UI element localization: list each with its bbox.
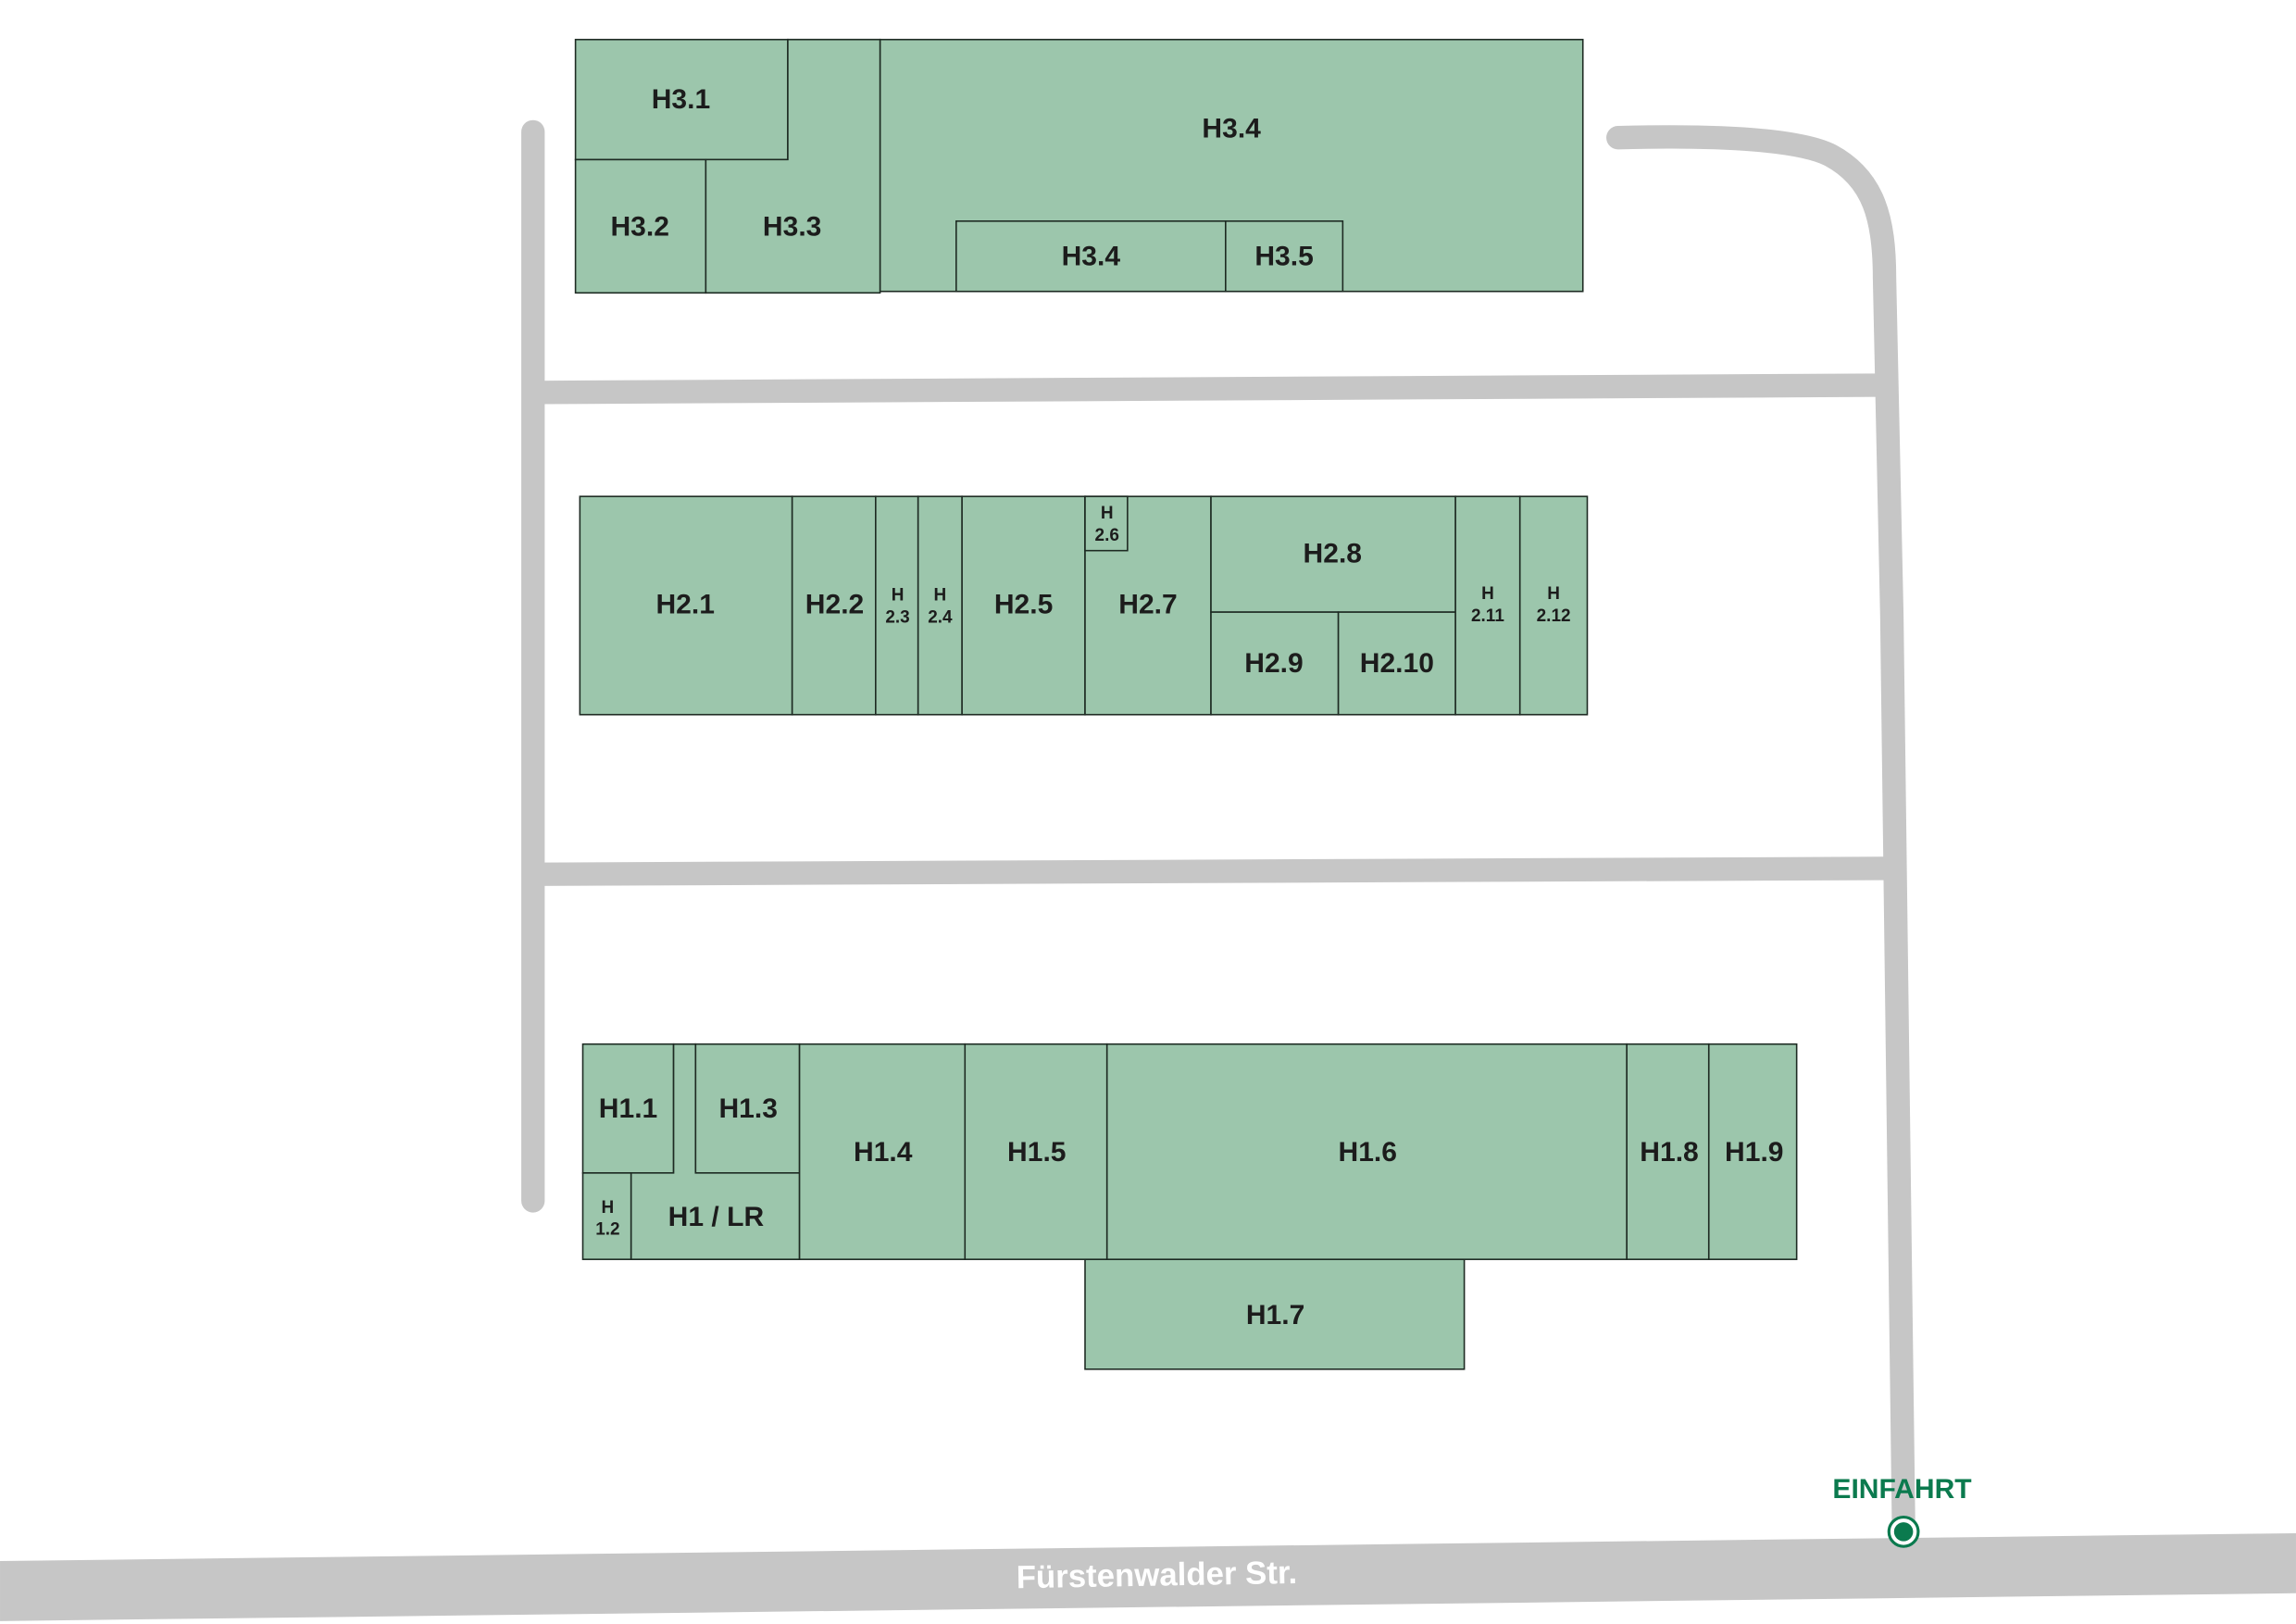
label-h2-12-a: H bbox=[1547, 584, 1560, 604]
building-h3: H3.1 H3.2 H3.3 H3.4 H3.4 H3.5 bbox=[574, 38, 1584, 294]
label-h1-7: H1.7 bbox=[1246, 1300, 1304, 1330]
building-h2: H2.1 H2.2 H 2.3 H 2.4 H2.5 H 2.6 H2.7 H2… bbox=[579, 495, 1589, 716]
hall-h2-12[interactable] bbox=[1518, 495, 1589, 716]
label-h1-8: H1.8 bbox=[1640, 1137, 1698, 1168]
hall-h1-4[interactable] bbox=[798, 1043, 967, 1260]
label-h2-6-a: H bbox=[1101, 504, 1114, 523]
label-h1-5: H1.5 bbox=[1007, 1137, 1066, 1168]
label-h3-3: H3.3 bbox=[763, 212, 821, 243]
label-h1-9: H1.9 bbox=[1725, 1137, 1783, 1168]
label-h1-3: H1.3 bbox=[718, 1093, 777, 1124]
hall-h3-3[interactable] bbox=[705, 38, 881, 294]
label-h1-lr: H1 / LR bbox=[668, 1202, 765, 1232]
hall-h1-3[interactable] bbox=[694, 1043, 801, 1174]
label-h2-1: H2.1 bbox=[655, 590, 714, 620]
hall-h2-5[interactable] bbox=[961, 495, 1086, 716]
label-h1-1: H1.1 bbox=[599, 1093, 657, 1124]
hall-h1-8[interactable] bbox=[1626, 1043, 1710, 1260]
hall-h2-3[interactable] bbox=[875, 495, 919, 716]
internal-roads bbox=[521, 119, 1915, 1535]
hall-h3-2[interactable] bbox=[574, 158, 707, 294]
hall-h1-6[interactable] bbox=[1105, 1043, 1628, 1260]
label-h2-12-b: 2.12 bbox=[1537, 606, 1571, 626]
hall-h1-9[interactable] bbox=[1707, 1043, 1798, 1260]
label-h3-2: H3.2 bbox=[610, 212, 668, 243]
label-h2-6-b: 2.6 bbox=[1095, 526, 1119, 545]
hall-h2-4[interactable] bbox=[917, 495, 963, 716]
hall-h2-2[interactable] bbox=[791, 495, 877, 716]
label-h2-3-b: 2.3 bbox=[885, 607, 909, 627]
hall-h3-5[interactable] bbox=[1225, 220, 1344, 293]
building-h1: H1.1 H 1.2 H1.3 H1 / LR H1.4 H1.5 H1.6 H… bbox=[581, 1043, 1798, 1370]
hall-h2-1[interactable] bbox=[579, 495, 793, 716]
label-h2-3-a: H bbox=[892, 586, 905, 606]
label-h2-11-b: 2.11 bbox=[1471, 606, 1504, 626]
label-h2-9: H2.9 bbox=[1244, 648, 1303, 679]
label-h2-4-a: H bbox=[934, 586, 947, 606]
label-h2-7: H2.7 bbox=[1118, 590, 1177, 620]
label-h2-2: H2.2 bbox=[805, 590, 864, 620]
label-h3-4-small: H3.4 bbox=[1062, 241, 1121, 271]
label-h2-5: H2.5 bbox=[994, 590, 1053, 620]
hall-h1-1[interactable] bbox=[581, 1043, 675, 1174]
hall-h2-6[interactable] bbox=[1084, 495, 1129, 552]
label-h1-6: H1.6 bbox=[1339, 1137, 1397, 1168]
label-h2-10: H2.10 bbox=[1360, 648, 1434, 679]
label-h1-4: H1.4 bbox=[854, 1137, 913, 1168]
hall-h2-11[interactable] bbox=[1454, 495, 1521, 716]
hall-h2-10[interactable] bbox=[1337, 611, 1456, 716]
label-h2-11-a: H bbox=[1481, 584, 1494, 604]
label-h3-1: H3.1 bbox=[652, 84, 710, 115]
hall-h1-2[interactable] bbox=[581, 1172, 632, 1260]
hall-h2-8[interactable] bbox=[1210, 495, 1456, 613]
hall-h1-5[interactable] bbox=[964, 1043, 1108, 1260]
label-h2-8: H2.8 bbox=[1304, 538, 1362, 568]
entrance-label: EINFAHRT bbox=[1832, 1474, 1972, 1505]
label-h1-2-b: 1.2 bbox=[595, 1220, 619, 1240]
entrance-marker-icon[interactable] bbox=[1887, 1515, 1920, 1548]
hall-h2-9[interactable] bbox=[1210, 611, 1340, 716]
street bbox=[0, 1532, 2296, 1621]
label-h3-5: H3.5 bbox=[1254, 241, 1313, 271]
label-h2-4-b: 2.4 bbox=[928, 607, 953, 627]
label-h3-4: H3.4 bbox=[1202, 114, 1261, 144]
street-label: Fürstenwalder Str. bbox=[1016, 1555, 1297, 1595]
label-h1-2-a: H bbox=[602, 1198, 615, 1218]
